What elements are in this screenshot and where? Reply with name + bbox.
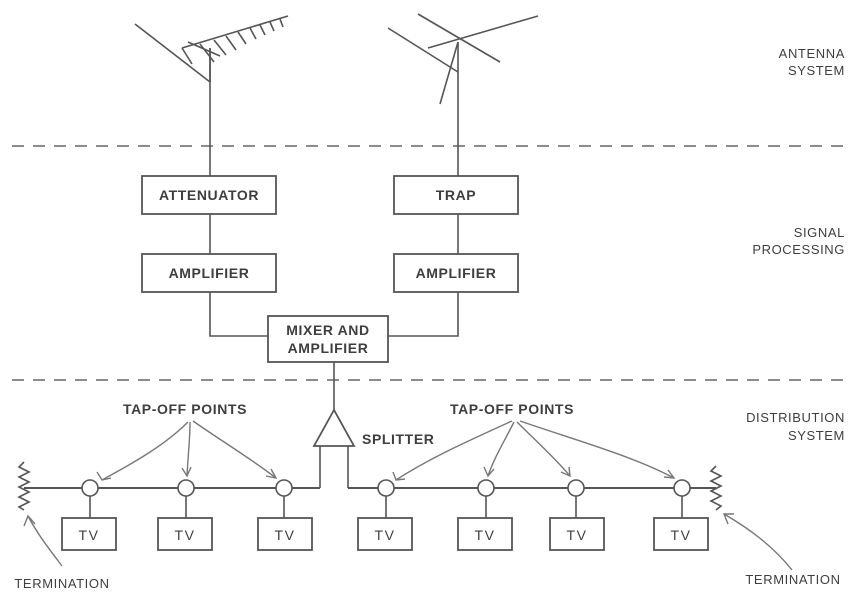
tap-off-point-4 [377,479,395,497]
right-termination-label: TERMINATION [745,572,840,587]
left-termination-arrow [27,515,63,567]
right-termination-icon [709,465,723,511]
left-tap-off-label: TAP-OFF POINTS [123,401,247,417]
left-termination-label: TERMINATION [14,576,109,591]
processing-section-label-line2: PROCESSING [752,242,845,257]
tv-set-1 [61,517,117,551]
tap-off-point-1 [81,479,99,497]
trap-label: TRAP [436,187,477,203]
tap-off-point-3 [275,479,293,497]
left-tap-group: TV TV TV [61,479,313,551]
tv-set-4 [357,517,413,551]
processing-section-label-line1: SIGNAL [794,225,845,240]
tv-set-6 [549,517,605,551]
tap-off-arrows [96,420,676,481]
tap-off-point-2 [177,479,195,497]
tv-set-7 [653,517,709,551]
distribution-section-label-line2: SYSTEM [788,428,845,443]
left-termination-icon [17,461,31,511]
tap-off-point-7 [673,479,691,497]
tv-label-7: TV [671,527,692,543]
right-tap-off-label: TAP-OFF POINTS [450,401,574,417]
right-amplifier-block [393,253,519,293]
right-amplifier-label: AMPLIFIER [416,265,497,281]
tv-set-2 [157,517,213,551]
left-amplifier-block [141,253,277,293]
mixer-label-line2: AMPLIFIER [288,340,369,356]
tv-label-2: TV [175,527,196,543]
tv-label-5: TV [475,527,496,543]
tap-off-point-6 [567,479,585,497]
antenna-section-label-line2: SYSTEM [788,63,845,78]
trap-block [393,175,519,215]
attenuator-label: ATTENUATOR [159,187,259,203]
tv-label-1: TV [79,527,100,543]
left-antenna-icon [134,15,289,176]
right-antenna-icon [387,13,539,176]
tv-set-5 [457,517,513,551]
tv-label-4: TV [375,527,396,543]
mixer-amplifier-block [267,315,389,363]
splitter-label: SPLITTER [362,431,434,447]
mixer-label-line1: MIXER AND [286,322,369,338]
distribution-section-label-line1: DISTRIBUTION [746,410,845,425]
tv-set-3 [257,517,313,551]
antenna-section-label-line1: ANTENNA [779,46,845,61]
tv-label-6: TV [567,527,588,543]
right-termination-arrow [723,513,793,571]
right-tap-group: TV TV TV TV [357,479,709,551]
tv-label-3: TV [275,527,296,543]
splitter-icon [312,408,356,447]
tap-off-point-5 [477,479,495,497]
left-amplifier-label: AMPLIFIER [169,265,250,281]
attenuator-block [141,175,277,215]
